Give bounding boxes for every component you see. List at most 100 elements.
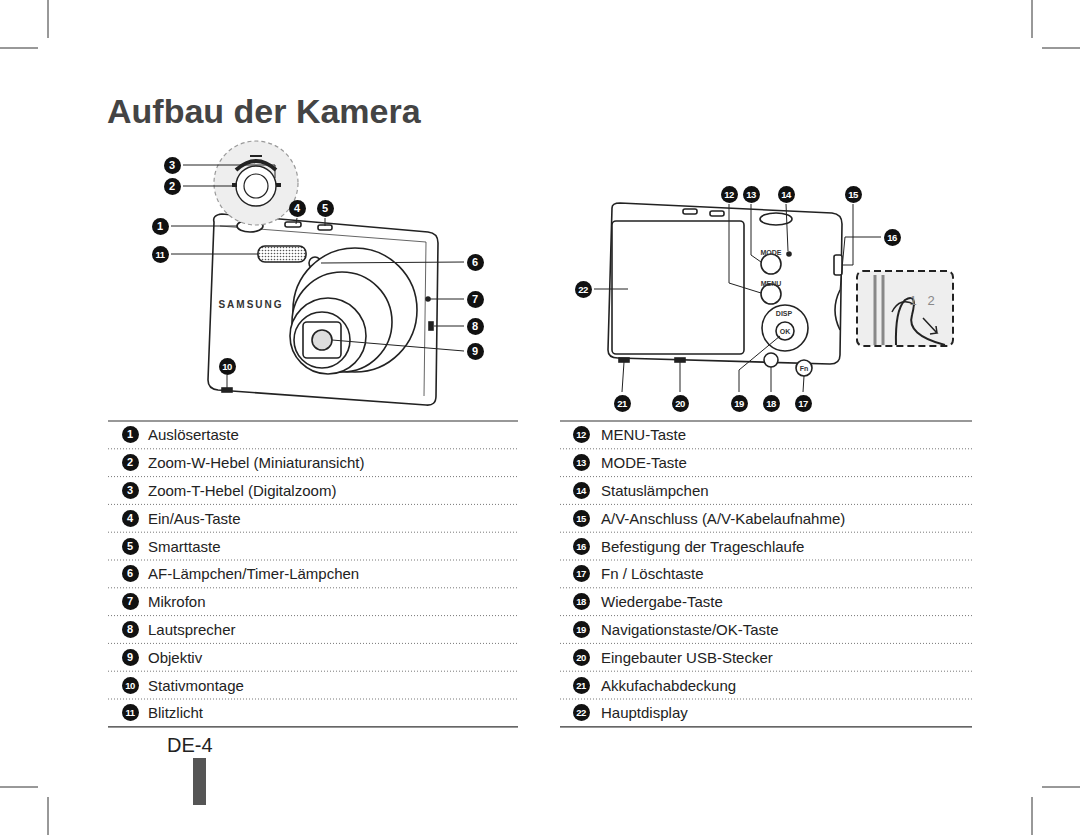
part-name: Statuslämpchen [601, 482, 709, 499]
callout-number: 12 [721, 186, 738, 203]
callout-number: 17 [795, 395, 812, 412]
callout-number: 10 [122, 677, 139, 694]
table-rule [108, 643, 518, 644]
callout-number: 8 [122, 621, 139, 638]
part-name: Ein/Aus-Taste [148, 510, 241, 527]
page-number: DE-4 [167, 734, 213, 757]
callout-number: 1 [122, 426, 139, 443]
callout-number: 21 [573, 677, 590, 694]
callout-number: 17 [573, 565, 590, 582]
page-title: Aufbau der Kamera [107, 92, 421, 131]
callout-number: 9 [122, 649, 139, 666]
table-rule [108, 587, 518, 588]
callout-number: 18 [763, 395, 780, 412]
callout-number: 15 [573, 510, 590, 527]
callout-number: 19 [731, 395, 748, 412]
callout-number: 6 [467, 254, 484, 271]
part-name: Auslösertaste [148, 426, 239, 443]
button-label: Fn [800, 365, 809, 372]
callout-number: 6 [122, 565, 139, 582]
table-rule [560, 420, 972, 421]
callout-number: 2 [164, 178, 181, 195]
table-rule [108, 420, 518, 421]
table-rule [108, 671, 518, 672]
leader-lines [171, 165, 464, 392]
callout-number: 9 [467, 343, 484, 360]
callout-number: 13 [743, 186, 760, 203]
table-rule [108, 448, 518, 449]
callout-number: 20 [573, 649, 590, 666]
table-rule [108, 560, 518, 561]
step-number: 2 [927, 293, 934, 308]
brand-logo: SAMSUNG [218, 299, 283, 310]
callout-number: 5 [122, 538, 139, 555]
callout-number: 22 [573, 704, 590, 721]
camera-front [208, 214, 438, 405]
step-number: 1 [909, 293, 916, 308]
table-rule [108, 615, 518, 616]
button-label: MODE [761, 249, 782, 256]
part-name: MENU-Taste [601, 426, 686, 443]
table-rule [108, 532, 518, 533]
part-name: A/V-Anschluss (A/V-Kabelaufnahme) [601, 510, 845, 527]
camera-back [608, 203, 842, 376]
part-name: Fn / Löschtaste [601, 565, 704, 582]
part-name: Lautsprecher [148, 621, 236, 638]
callout-number: 3 [122, 482, 139, 499]
table-rule [560, 504, 972, 505]
part-name: Navigationstaste/OK-Taste [601, 621, 779, 638]
callout-number: 10 [219, 358, 236, 375]
table-rule [560, 476, 972, 477]
callout-number: 13 [573, 454, 590, 471]
part-name: AF-Lämpchen/Timer-Lämpchen [148, 565, 359, 582]
callout-number: 20 [672, 395, 689, 412]
part-name: Blitzlicht [148, 704, 203, 721]
part-name: Zoom-W-Hebel (Miniaturansicht) [148, 454, 364, 471]
part-name: Eingebauter USB-Stecker [601, 649, 773, 666]
callout-number: 16 [884, 229, 901, 246]
table-rule [108, 699, 518, 700]
table-rule [560, 532, 972, 533]
page-tab [193, 758, 206, 805]
callout-number: 1 [152, 218, 169, 235]
part-name: MODE-Taste [601, 454, 687, 471]
callout-number: 16 [573, 538, 590, 555]
table-rule [560, 671, 972, 672]
table-rule [560, 643, 972, 644]
callout-number: 15 [845, 186, 862, 203]
leader-lines-back [594, 204, 881, 392]
callout-number: 2 [122, 454, 139, 471]
callout-number: 11 [122, 704, 139, 721]
callout-number: 8 [467, 318, 484, 335]
button-label: DISP [776, 310, 792, 317]
callout-number: 4 [122, 510, 139, 527]
zoom-lever-detail [214, 141, 298, 225]
callout-number: 14 [778, 186, 795, 203]
table-rule [560, 726, 972, 727]
button-label: OK [780, 328, 791, 335]
part-name: Akkufachabdeckung [601, 677, 736, 694]
part-name: Mikrofon [148, 593, 206, 610]
strap-inset [857, 271, 953, 346]
callout-number: 3 [164, 157, 181, 174]
callout-number: 7 [122, 593, 139, 610]
callout-number: 7 [467, 291, 484, 308]
part-name: Objektiv [148, 649, 202, 666]
table-rule [560, 560, 972, 561]
callout-number: 12 [573, 426, 590, 443]
callout-number: 22 [575, 281, 592, 298]
table-rule [560, 587, 972, 588]
part-name: Stativmontage [148, 677, 244, 694]
part-name: Smarttaste [148, 538, 221, 555]
part-name: Wiedergabe-Taste [601, 593, 723, 610]
callout-number: 5 [317, 200, 334, 217]
part-name: Hauptdisplay [601, 704, 688, 721]
table-rule [108, 476, 518, 477]
table-rule [560, 448, 972, 449]
table-rules [108, 421, 972, 727]
table-rule [560, 699, 972, 700]
part-name: Zoom-T-Hebel (Digitalzoom) [148, 482, 336, 499]
part-name: Befestigung der Trageschlaufe [601, 538, 804, 555]
callout-number: 21 [614, 395, 631, 412]
